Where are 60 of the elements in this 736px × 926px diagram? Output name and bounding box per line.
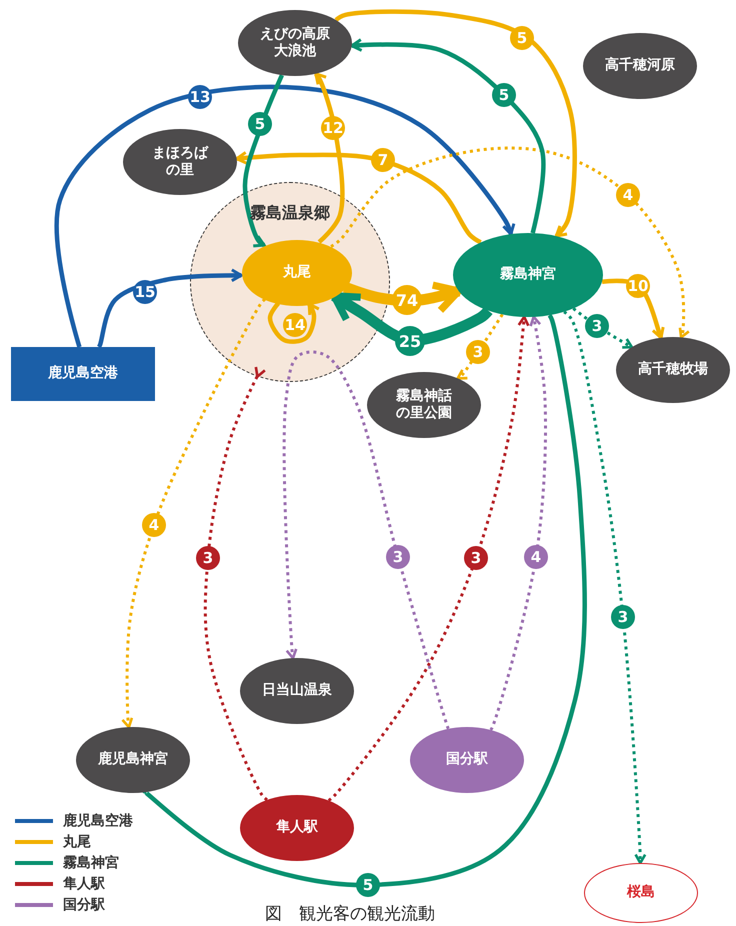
- flow-arrow: [121, 298, 266, 728]
- flow-arrow: [489, 316, 547, 731]
- edge-label: 4: [616, 183, 640, 207]
- flow-arrow: [282, 350, 450, 730]
- flow-arrow: [268, 302, 320, 344]
- flow-arrow: [96, 268, 243, 348]
- place-name: 隼人駅: [276, 819, 318, 837]
- legend-label: 鹿児島空港: [63, 812, 133, 830]
- place-name: 鹿児島空港: [48, 365, 118, 383]
- place-name: 霧島神話の里公園: [395, 388, 453, 422]
- place-name: 丸尾: [283, 264, 311, 282]
- edge-label: 5: [248, 112, 272, 136]
- edge-label: 25: [395, 326, 425, 356]
- place-name: 高千穂牧場: [638, 361, 708, 379]
- edge-label: 4: [142, 513, 166, 537]
- edge-label: 14: [283, 313, 307, 337]
- place-name: 高千穂河原: [605, 57, 675, 75]
- edge-label: 12: [321, 116, 345, 140]
- caption: 図 観光客の観光流動: [264, 903, 436, 925]
- flow-arrow: [350, 38, 546, 234]
- edge-label: 5: [356, 873, 380, 897]
- flow-arrow: [330, 291, 492, 346]
- place-name: 日当山温泉: [262, 682, 332, 700]
- edge-label: 13: [188, 85, 212, 109]
- legend-label: 丸尾: [63, 833, 91, 851]
- place-box: [11, 347, 155, 401]
- flow-arrow: [235, 150, 482, 244]
- flow-arrow: [572, 307, 634, 349]
- edge-label: 15: [133, 280, 157, 304]
- edge-label: 3: [611, 605, 635, 629]
- place-name: 霧島神宮: [500, 266, 556, 284]
- edge-label: 3: [466, 340, 490, 364]
- place-name: 鹿児島神宮: [98, 751, 168, 769]
- edge-label: 5: [492, 83, 516, 107]
- place-name: 桜島: [627, 884, 655, 902]
- flow-arrow: [328, 316, 530, 802]
- edge-label: 3: [585, 314, 609, 338]
- area-name: 霧島温泉郷: [250, 203, 330, 223]
- flow-arrow: [314, 72, 345, 244]
- edge-label: 3: [386, 545, 410, 569]
- edge-label: 10: [626, 274, 650, 298]
- flow-arrow: [204, 366, 268, 802]
- edge-label: 7: [371, 148, 395, 172]
- edge-label: 3: [464, 546, 488, 570]
- edge-label: 5: [510, 26, 534, 50]
- edge-label: 3: [196, 546, 220, 570]
- legend-label: 霧島神宮: [63, 854, 119, 872]
- flow-arrow: [242, 74, 284, 248]
- legend-label: 隼人駅: [63, 875, 105, 893]
- place-name: 国分駅: [446, 751, 488, 769]
- place-name: えびの高原大浪池: [259, 26, 331, 60]
- flow-arrow: [563, 310, 646, 864]
- flow-arrow: [54, 84, 516, 348]
- edge-label: 4: [524, 545, 548, 569]
- edge-label: 74: [392, 285, 422, 315]
- flow-arrow: [456, 314, 504, 380]
- flow-arrow: [330, 146, 690, 339]
- flow-arrow: [334, 9, 577, 238]
- place-name: まほろばの里: [151, 144, 210, 180]
- legend-label: 国分駅: [63, 896, 105, 914]
